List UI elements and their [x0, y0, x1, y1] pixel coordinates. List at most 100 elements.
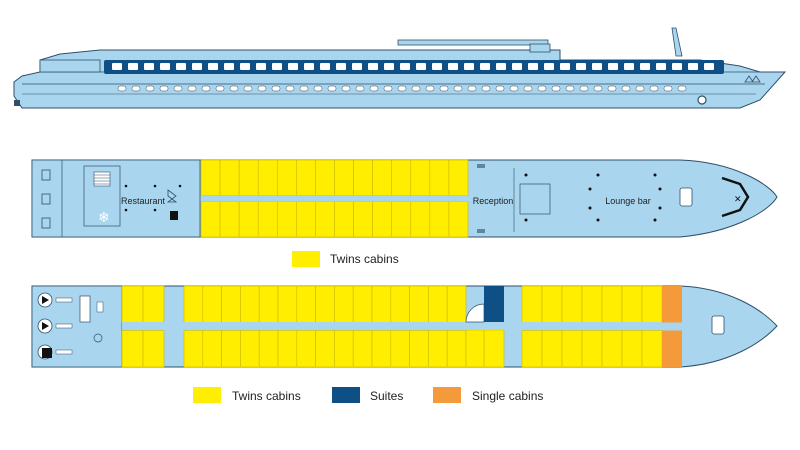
lounge-label: Lounge bar — [605, 196, 651, 206]
twin-cabin — [142, 330, 165, 368]
twin-cabin — [372, 201, 393, 238]
twin-cabin — [561, 330, 583, 368]
profile-window — [336, 63, 346, 70]
profile-window — [464, 63, 474, 70]
porthole — [523, 85, 533, 92]
twin-cabin — [446, 330, 467, 368]
porthole — [439, 85, 449, 92]
profile-window — [176, 63, 186, 70]
twin-cabin — [240, 285, 260, 323]
profile-window — [240, 63, 250, 70]
portholes — [117, 85, 687, 92]
twin-cabin — [200, 201, 221, 238]
restaurant-area — [31, 159, 201, 238]
profile-window — [304, 63, 314, 70]
legend-label-suite: Suites — [370, 389, 403, 403]
porthole — [663, 85, 673, 92]
porthole — [187, 85, 197, 92]
profile-window — [560, 63, 570, 70]
wheelhouse — [529, 43, 551, 53]
stairs-icon — [93, 171, 111, 187]
porthole — [243, 85, 253, 92]
twin-cabin — [391, 201, 412, 238]
profile-window — [624, 63, 634, 70]
twin-cabin — [429, 201, 450, 238]
profile-window — [256, 63, 266, 70]
twin-cabin — [238, 201, 259, 238]
porthole — [481, 85, 491, 92]
engine-shaft — [55, 349, 73, 355]
twin-cabin — [334, 201, 354, 238]
upper-deck: ❄ Restaurant Reception Lounge bar ✕ — [31, 159, 778, 238]
engine-shaft — [55, 297, 73, 303]
profile-window — [656, 63, 666, 70]
twin-cabin — [429, 159, 450, 196]
window — [41, 193, 51, 205]
lower-deck — [31, 285, 778, 368]
twin-cabin — [202, 285, 222, 323]
porthole — [537, 85, 547, 92]
engine-arrow — [42, 322, 49, 330]
twin-cabin — [334, 330, 354, 368]
twin-cabin — [258, 285, 279, 323]
porthole — [383, 85, 393, 92]
twin-cabin — [238, 159, 259, 196]
twin-cabin — [428, 285, 448, 323]
legend-swatch-suite — [332, 387, 360, 403]
corridor — [201, 195, 468, 202]
suite-cabins — [484, 286, 504, 322]
bow-bench-icon — [721, 176, 750, 218]
profile-window — [704, 63, 714, 70]
piano-icon — [679, 187, 693, 207]
profile-window — [208, 63, 218, 70]
twin-cabin — [277, 330, 298, 368]
profile-window — [544, 63, 554, 70]
table-dot — [153, 208, 157, 212]
profile-window — [496, 63, 506, 70]
twin-cabin — [581, 285, 603, 323]
profile-window — [384, 63, 394, 70]
upper-twin-cabins — [200, 159, 469, 238]
porthole — [117, 85, 127, 92]
snowflake-icon: ❄ — [98, 210, 110, 226]
generator-icon — [42, 348, 52, 358]
profile-window — [432, 63, 442, 70]
twin-cabin — [372, 159, 393, 196]
lower-twin-cabins — [121, 285, 663, 368]
twin-cabin — [296, 285, 316, 323]
porthole — [145, 85, 155, 92]
anchor-icon — [697, 95, 707, 105]
twin-cabin — [315, 201, 335, 238]
table-dot — [653, 173, 657, 177]
twin-cabin — [240, 330, 260, 368]
porthole — [607, 85, 617, 92]
twin-cabin — [601, 285, 623, 323]
table-dot — [153, 184, 157, 188]
twin-cabin — [448, 201, 469, 238]
reception-label: Reception — [473, 196, 514, 206]
twin-cabin — [621, 285, 643, 323]
porthole — [173, 85, 183, 92]
twin-cabin — [183, 285, 204, 323]
stairs-steps — [94, 174, 110, 185]
table-dot — [588, 206, 592, 210]
twin-cabin — [391, 159, 412, 196]
profile-window — [160, 63, 170, 70]
profile-window — [192, 63, 202, 70]
tank — [79, 295, 91, 323]
service-icon — [166, 189, 178, 203]
table-dot — [658, 206, 662, 210]
twin-cabin — [641, 330, 663, 368]
porthole — [355, 85, 365, 92]
porthole — [593, 85, 603, 92]
twin-cabin — [446, 285, 467, 323]
twin-cabin — [200, 159, 221, 196]
twin-cabin — [121, 330, 144, 368]
porthole — [411, 85, 421, 92]
twin-cabin — [410, 201, 431, 238]
porthole — [635, 85, 645, 92]
twin-cabin — [334, 159, 354, 196]
legend-swatch-twin — [193, 387, 221, 403]
twin-cabin — [352, 330, 373, 368]
